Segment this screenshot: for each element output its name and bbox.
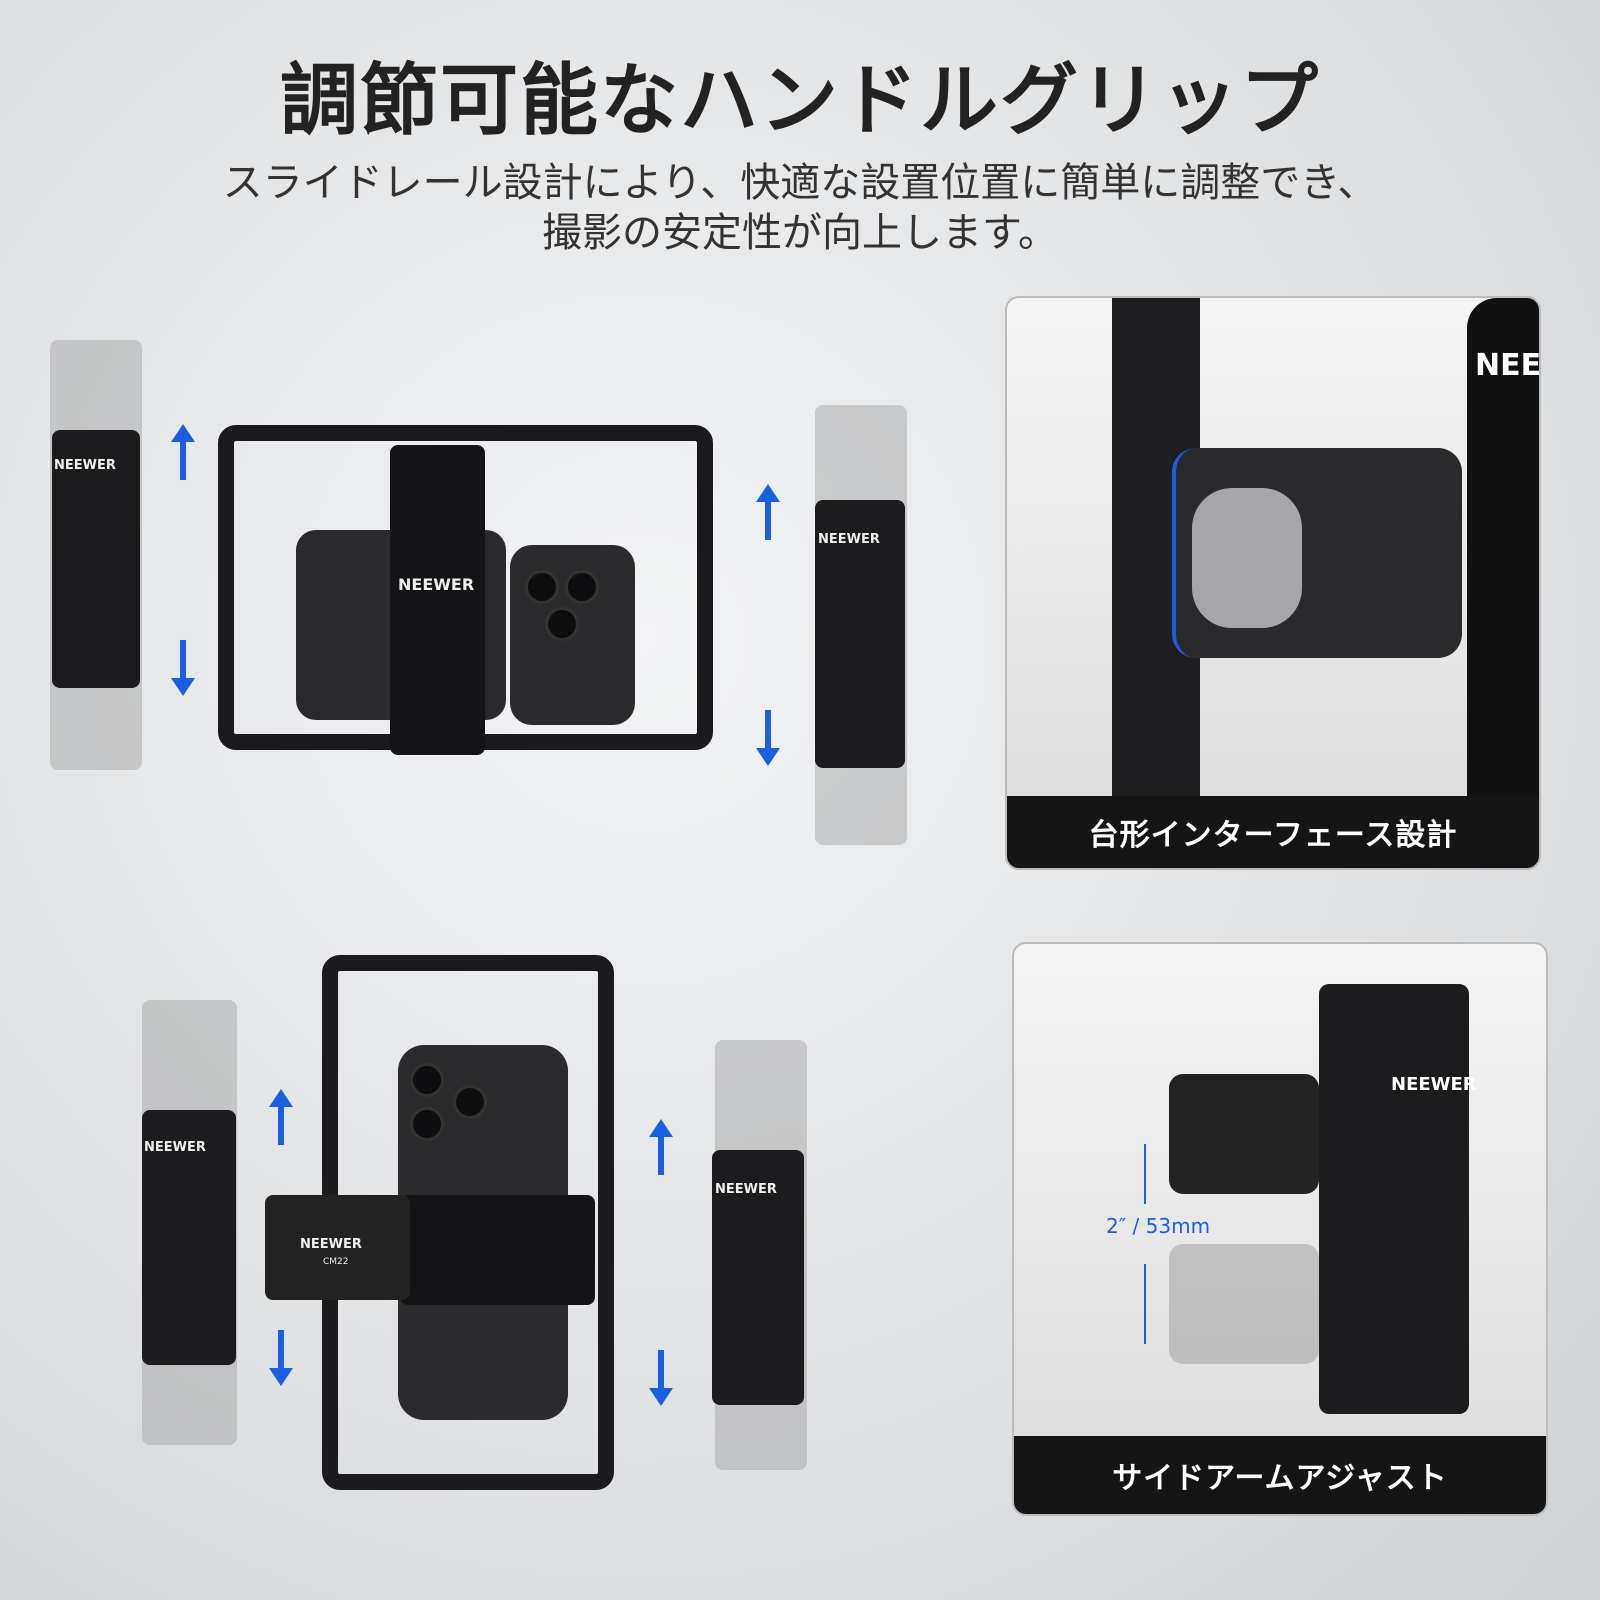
left-handle: NEEWER — [142, 1110, 236, 1365]
arrow-down-icon — [269, 1330, 293, 1386]
detail-panel-interface: NEE 台形インターフェース設計 — [1005, 296, 1541, 870]
right-handle: NEEWER — [712, 1150, 804, 1405]
caption-bar: 台形インターフェース設計 — [1007, 796, 1539, 868]
left-handle: NEEWER — [52, 430, 140, 688]
caption-bar: サイドアームアジャスト — [1014, 1436, 1546, 1514]
right-handle: NEEWER — [815, 500, 905, 768]
phone-clamp: NEEWER — [390, 445, 485, 755]
subtitle-line-1: スライドレール設計により、快適な設置位置に簡単に調整でき、 — [222, 160, 1378, 206]
arrow-down-icon — [171, 640, 195, 696]
phone-clamp — [400, 1195, 595, 1305]
arrow-up-icon — [756, 484, 780, 540]
arrow-down-icon — [756, 710, 780, 766]
mic-model: CM22 — [323, 1257, 349, 1267]
arrow-up-icon — [649, 1119, 673, 1175]
caption-text: サイドアームアジャスト — [1112, 1461, 1448, 1496]
subtitle-line-2: 撮影の安定性が向上します。 — [542, 210, 1058, 256]
caption-text: 台形インターフェース設計 — [1088, 818, 1458, 853]
arrow-down-icon — [649, 1350, 673, 1406]
arrow-up-icon — [269, 1089, 293, 1145]
wireless-mic: NEEWER CM22 — [265, 1195, 410, 1300]
arm-offset-measurement: 2″ / 53mm — [1106, 1214, 1211, 1238]
page-title: 調節可能なハンドルグリップ — [279, 56, 1320, 146]
arrow-up-icon — [171, 424, 195, 480]
phone — [510, 545, 635, 725]
detail-panel-side-arm: NEEWER 2″ / 53mm サイドアームアジャスト — [1012, 942, 1548, 1516]
